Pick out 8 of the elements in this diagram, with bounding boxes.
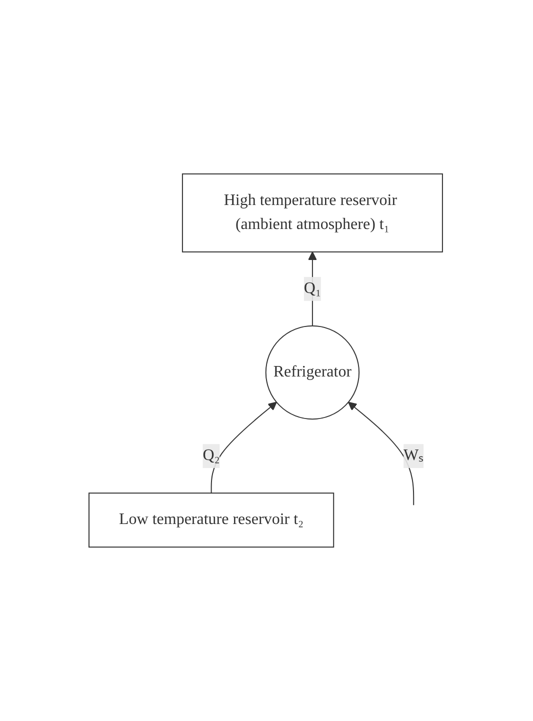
- arrow: [348, 402, 414, 506]
- edge-label: Wₛ: [404, 447, 424, 464]
- node-box: Low temperature reservoir t₂: [88, 492, 334, 548]
- edge-label: Q₂: [202, 447, 220, 464]
- node-circle: Refrigerator: [266, 325, 360, 420]
- edge-label: Q₁: [304, 280, 322, 297]
- arrow: [211, 402, 278, 494]
- node-box: High temperature reservoir (ambient atmosphere) t₁: [182, 173, 444, 252]
